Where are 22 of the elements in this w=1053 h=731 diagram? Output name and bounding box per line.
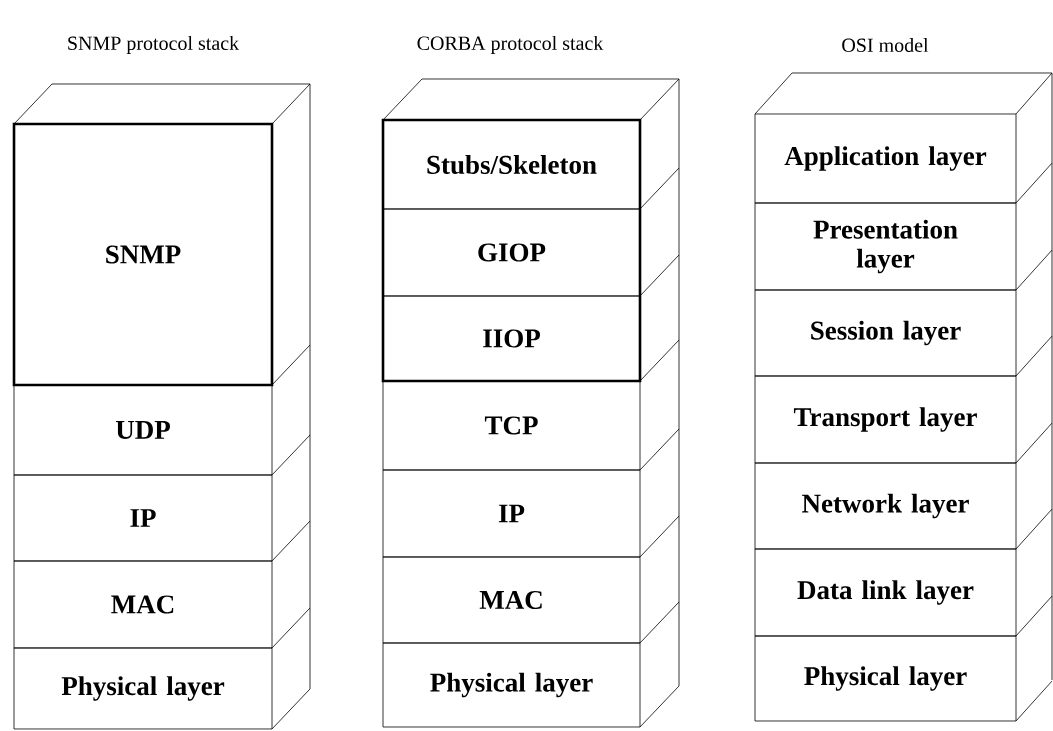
layer-box: SNMP bbox=[12, 122, 274, 387]
layer-box: Presentation layer bbox=[754, 202, 1017, 291]
layer-box: Physical layer bbox=[382, 642, 641, 728]
layer-box: IP bbox=[13, 474, 273, 562]
layer-box: MAC bbox=[13, 560, 273, 649]
layer-box: MAC bbox=[382, 556, 641, 644]
layer-box: Application layer bbox=[754, 113, 1017, 204]
layer-box: Physical layer bbox=[754, 635, 1017, 722]
layer-box: Network layer bbox=[754, 462, 1017, 550]
layer-box: IP bbox=[382, 469, 641, 558]
stack-title: CORBA protocol stack bbox=[417, 35, 604, 55]
layer-box: Session layer bbox=[754, 289, 1017, 377]
layer-box: Physical layer bbox=[13, 647, 273, 730]
layer-box: GIOP bbox=[382, 208, 641, 297]
stack-title: SNMP protocol stack bbox=[68, 35, 240, 55]
layer-box: IIOP bbox=[382, 295, 641, 382]
layer-box: UDP bbox=[13, 384, 273, 476]
stack-title: OSI model bbox=[842, 37, 929, 52]
layer-box: Transport layer bbox=[754, 375, 1017, 464]
node-label: Stubs/Skeleton bbox=[427, 154, 597, 175]
layer-box: TCP bbox=[382, 380, 641, 471]
layer-box: Data link layer bbox=[754, 548, 1017, 637]
